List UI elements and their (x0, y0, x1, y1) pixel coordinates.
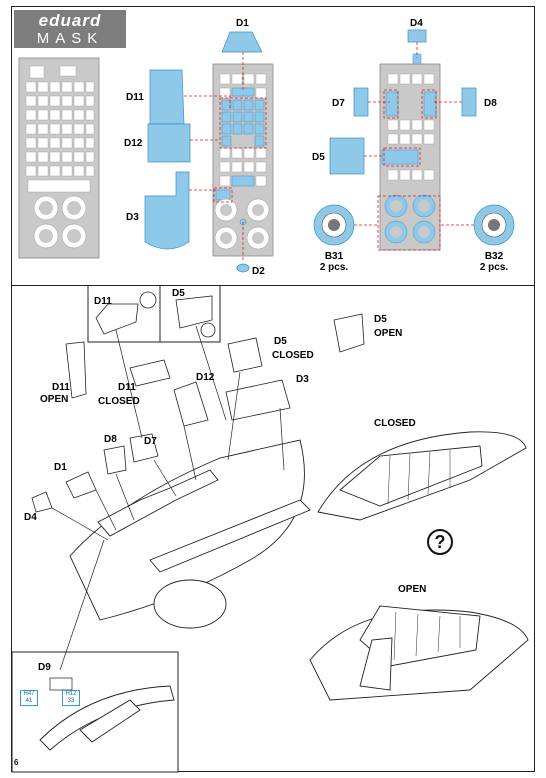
label-b32-qty: 2 pcs. (479, 262, 509, 273)
bottom-label-d11-inset: D11 (94, 296, 112, 307)
aircraft-fuselage (39, 431, 529, 751)
label-d3: D3 (126, 212, 139, 223)
part-d11-open (65, 341, 87, 399)
bottom-label-d8: D8 (104, 434, 117, 445)
mask-d12 (147, 123, 191, 163)
locator-lines (51, 325, 285, 671)
mask-sheet-left (18, 57, 100, 259)
paint-ref-h47: H47 41 (20, 690, 38, 706)
page-number: 6 (14, 758, 19, 767)
bottom-label-d11-closed: D11 (118, 382, 136, 393)
part-d5-closed (227, 337, 263, 373)
part-d11-closed (129, 359, 171, 387)
logo-product: MASK (36, 30, 104, 47)
label-b31-qty: 2 pcs. (319, 262, 349, 273)
part-d4 (31, 491, 53, 513)
label-d7: D7 (332, 98, 345, 109)
bottom-label-d1: D1 (54, 462, 67, 473)
label-d11: D11 (126, 92, 144, 103)
paint-ref-h12: H12 33 (62, 690, 80, 706)
label-d2: D2 (252, 266, 265, 277)
paint-ref-h47-num: 41 (25, 698, 33, 704)
mask-d3 (144, 171, 190, 250)
part-d11-magnifier (139, 291, 157, 309)
mask-d5 (329, 137, 365, 175)
bottom-label-d12: D12 (196, 372, 215, 383)
label-b31: B31 (324, 251, 344, 262)
label-d8: D8 (484, 98, 497, 109)
bottom-label-d5-open: D5 (374, 314, 387, 325)
part-d11-inset (95, 303, 139, 335)
part-d3 (225, 379, 291, 421)
bottom-label-d7: D7 (144, 436, 157, 447)
part-d5-magnifier (200, 322, 216, 338)
bottom-label-d11-open: D11 (52, 382, 70, 393)
part-d1 (65, 471, 97, 499)
part-d5-inset (175, 295, 213, 329)
mask-sheet-right (379, 53, 441, 251)
paint-ref-h12-code: H12 (65, 691, 77, 697)
part-d9 (49, 677, 73, 691)
paint-ref-h12-num: 33 (67, 698, 75, 704)
label-b32: B32 (484, 251, 504, 262)
label-d12: D12 (124, 138, 143, 149)
bottom-label-d11-open-word: OPEN (40, 394, 69, 405)
mask-sheet-middle (212, 63, 274, 257)
bottom-label-d11-closed-word: CLOSED (98, 396, 140, 407)
part-d7 (129, 433, 159, 463)
mask-pieces (144, 29, 515, 273)
logo-brand: eduard (38, 11, 102, 30)
mask-d1 (221, 31, 263, 53)
paint-ref-h47-code: H47 (23, 691, 35, 697)
eduard-mask-logo: eduard MASK (14, 10, 126, 48)
label-d5: D5 (312, 152, 325, 163)
bottom-label-d4: D4 (24, 512, 37, 523)
question-mark-symbol: ? (427, 529, 453, 555)
part-d5-open (333, 313, 365, 353)
bottom-label-d9: D9 (38, 662, 51, 673)
bottom-label-d5-closed: D5 (274, 336, 287, 347)
part-d8 (103, 445, 127, 475)
canopy-parts (31, 291, 365, 513)
mask-d2 (236, 263, 250, 273)
bottom-label-closed: CLOSED (272, 350, 314, 361)
label-d1: D1 (236, 18, 249, 29)
bottom-label-d5-inset: D5 (172, 288, 185, 299)
part-d12 (173, 381, 209, 427)
bottom-label-d3: D3 (296, 374, 309, 385)
label-d4: D4 (410, 18, 423, 29)
bottom-label-open: OPEN (374, 328, 403, 339)
open-view-label: OPEN (398, 584, 427, 595)
closed-view-label: CLOSED (374, 418, 416, 429)
guide-lines (184, 42, 474, 262)
